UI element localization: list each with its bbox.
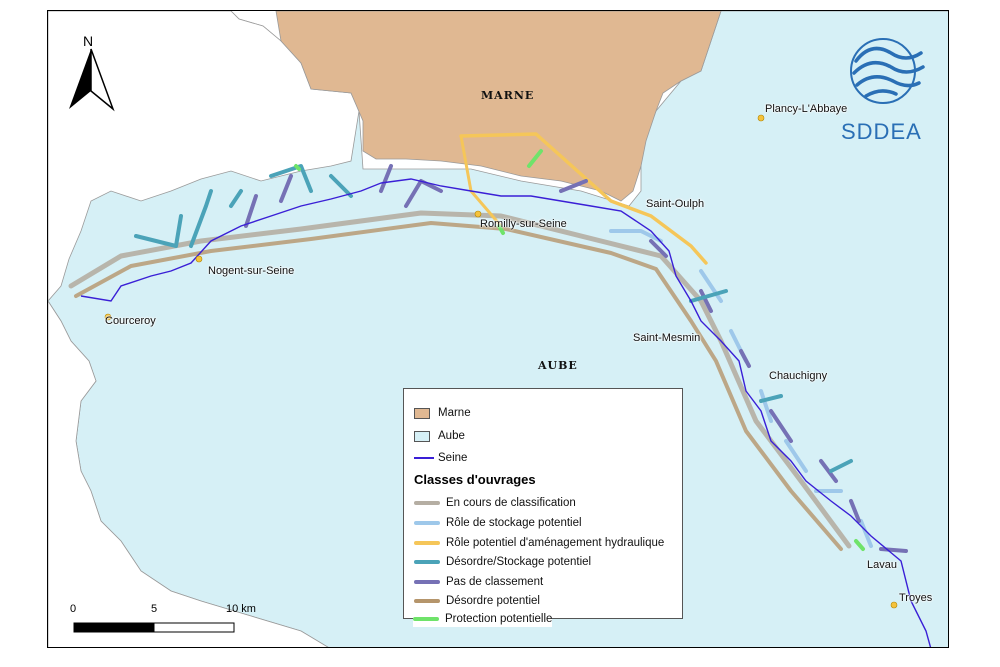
north-arrow-icon <box>69 48 115 112</box>
place-label-plancy: Plancy-L'Abbaye <box>765 103 848 115</box>
place-label-chauchigny: Chauchigny <box>769 370 828 382</box>
legend-class-row: Pas de classement <box>414 574 543 590</box>
place-label-saint-oulph: Saint-Oulph <box>646 198 705 210</box>
legend-swatch-marne <box>414 407 430 419</box>
seine-river <box>80 178 932 647</box>
legend-swatch-aube <box>414 430 430 442</box>
legend-class-row: En cours de classification <box>414 495 576 511</box>
legend-class-swatch <box>414 501 440 505</box>
legend-label-seine: Seine <box>438 452 468 464</box>
legend-class-label: Désordre/Stockage potentiel <box>446 556 592 568</box>
legend-swatch-seine <box>414 457 434 459</box>
legend-class-swatch <box>414 599 440 603</box>
marne-department-label: MARNE <box>481 89 535 102</box>
scale-label-5: 5 <box>151 603 158 615</box>
legend-class-swatch <box>414 560 440 564</box>
north-label: N <box>83 33 94 49</box>
map-legend: Marne Aube Seine Classes d'ouvrages En c… <box>403 388 683 619</box>
legend-class-row: Désordre/Stockage potentiel <box>414 554 591 570</box>
legend-classes-title: Classes d'ouvrages <box>414 472 536 487</box>
legend-item-marne: Marne <box>414 405 471 421</box>
legend-class-swatch <box>414 580 440 584</box>
legend-class-swatch <box>414 521 440 525</box>
place-label-courceroy: Courceroy <box>105 315 156 327</box>
legend-class-row: Protection potentielle <box>413 611 553 627</box>
legend-class-swatch <box>413 617 439 621</box>
legend-label-marne: Marne <box>438 407 471 419</box>
legend-class-label: Pas de classement <box>446 576 544 588</box>
legend-class-label: Désordre potentiel <box>446 595 540 607</box>
legend-class-label: Rôle de stockage potentiel <box>446 517 582 529</box>
legend-class-label: En cours de classification <box>446 497 576 509</box>
sddea-logo-icon <box>850 38 925 104</box>
legend-label-aube: Aube <box>438 430 465 442</box>
legend-class-row: Rôle potentiel d'aménagement hydraulique <box>414 535 664 551</box>
place-markers <box>104 114 898 609</box>
place-label-romilly: Romilly-sur-Seine <box>480 218 567 230</box>
sddea-logo-text: SDDEA <box>841 119 922 144</box>
place-label-nogent: Nogent-sur-Seine <box>208 265 295 277</box>
legend-class-row: Rôle de stockage potentiel <box>414 515 582 531</box>
scale-label-0: 0 <box>70 603 77 615</box>
outside-region-south <box>48 300 329 647</box>
place-label-saint-mesmin: Saint-Mesmin <box>633 332 701 344</box>
legend-class-swatch <box>414 541 440 545</box>
scale-bar <box>73 622 235 633</box>
legend-item-aube: Aube <box>414 428 465 444</box>
place-label-troyes: Troyes <box>899 592 933 604</box>
scale-label-10km: 10 km <box>226 603 256 615</box>
outside-region-west <box>48 11 360 302</box>
aube-department-label: AUBE <box>538 359 578 372</box>
legend-class-row: Désordre potentiel <box>414 593 540 609</box>
classified-works-layer <box>68 132 908 553</box>
legend-item-seine: Seine <box>414 450 467 466</box>
map-frame[interactable]: N MARNE AUBE Nogent-sur-Seine Courceroy … <box>47 10 949 648</box>
marne-department-area <box>275 11 722 202</box>
place-label-lavau: Lavau <box>867 559 897 571</box>
legend-class-label: Rôle potentiel d'aménagement hydraulique <box>446 537 665 549</box>
map-canvas[interactable] <box>48 11 949 648</box>
legend-class-label: Protection potentielle <box>445 613 553 625</box>
